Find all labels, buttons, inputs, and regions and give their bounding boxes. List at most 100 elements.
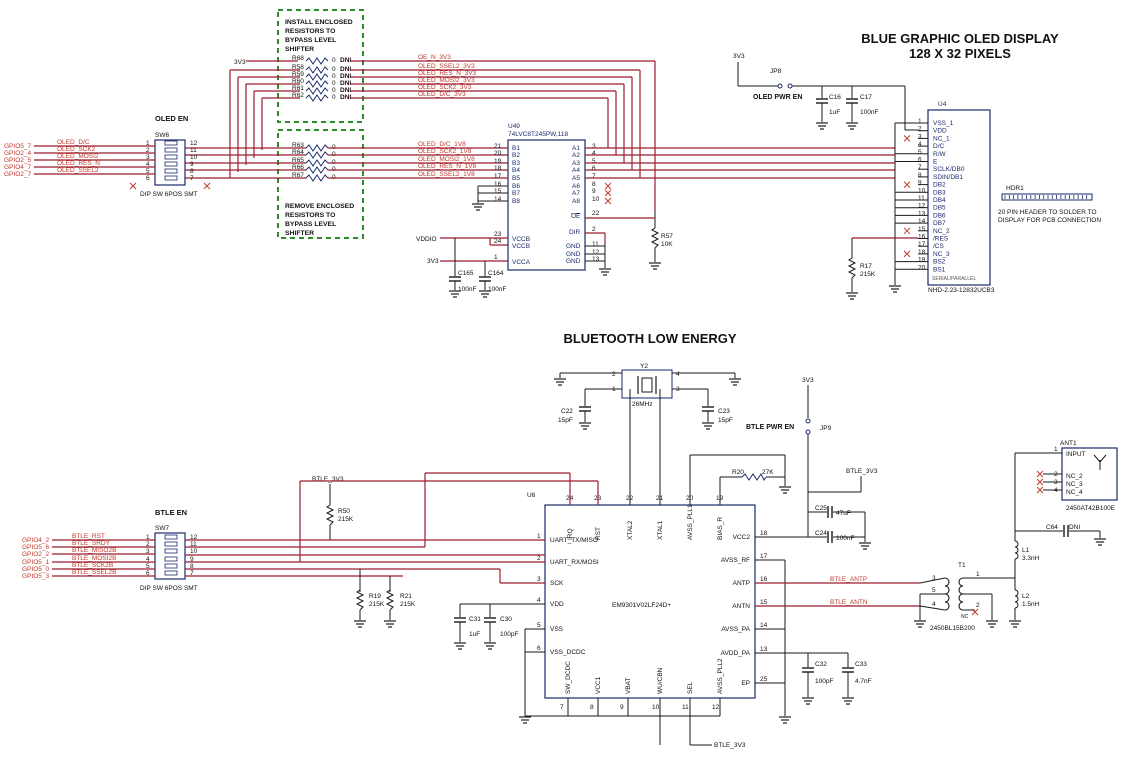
r19-value: 215K [369,601,385,608]
u49-vccb-num-1: 24 [494,238,502,245]
svg-text:1: 1 [976,571,980,578]
u49-bnum-5: 16 [494,181,502,188]
top-res-val-2: 0 [332,73,336,80]
svg-text:5: 5 [932,587,936,594]
u49-b-1: B2 [512,152,520,159]
sw7-rnum-5: 7 [190,570,194,577]
u49-gnd-1: GND [566,251,581,258]
c25-label: C25 [815,505,827,512]
sw6-rnum-4: 8 [190,168,194,175]
top-res-net-0: OE_N_3V3 [418,54,451,61]
svg-text:2450AT42B100E: 2450AT42B100E [1066,505,1116,512]
top-res-ref-1: R58 [292,64,304,71]
c23-value: 15pF [718,417,733,424]
u6-ble-chip: U6 EM9301V02LF24D+ UART_TX/MISO1UART_RX/… [527,490,768,711]
u49-vcca: VCCA [512,259,531,266]
bot-res-ref-0: R63 [292,142,304,149]
sw7-lnum-3: 4 [146,556,150,563]
bot-res-ref-2: R65 [292,157,304,164]
top-res-val-4: 0 [332,87,336,94]
svg-text:NC_4: NC_4 [1066,489,1083,496]
u4-nc-8 [903,181,911,189]
sw7-gpio-1: GPIO5_6 [22,544,49,551]
c32-label: C32 [815,661,827,668]
sw6-lnum-4: 5 [146,168,150,175]
sw6-net-3: OLED_RES_N [57,160,100,167]
top-res-val-3: 0 [332,80,336,87]
u4-num-17: 18 [918,249,926,256]
hdr1-header: HDR1 20 PIN HEADER TO SOLDER TO DISPLAY … [998,185,1101,224]
c16-label: C16 [829,94,841,101]
u6-right-num-4: 14 [760,622,768,629]
sw6-gpio-3: GPIO4_7 [4,164,31,171]
u6-top-name-4: AVSS_PLL1 [687,504,694,540]
svg-text:OLED EN: OLED EN [155,114,188,123]
bot-res-body-0 [305,144,329,152]
bot-res-net-0: OLED_D/C_1V8 [418,141,466,148]
u4-num-16: 17 [918,241,926,248]
u6-left-num-1: 2 [537,555,541,562]
u6-bottom-name-3: WU/CBN [657,667,664,694]
svg-text:NC_3: NC_3 [1066,481,1083,488]
sw7-net-5: BTLE_SSEL2B [72,569,116,576]
sw7-gpio-0: GPIO4_2 [22,537,49,544]
top-res-body-0 [305,57,329,65]
u49-anum-4: 7 [592,173,596,180]
svg-text:2450BL15B200: 2450BL15B200 [930,625,975,632]
sw6-lnum-5: 6 [146,175,150,182]
sw7-slot-1 [164,541,178,547]
u49-bnum-3: 18 [494,165,502,172]
c64-value: DNI [1069,524,1080,531]
svg-text:OLED PWR EN: OLED PWR EN [753,94,802,101]
bot-res-body-4 [305,174,329,182]
u49-anum-6: 9 [592,188,596,195]
sw6-slot-1 [164,147,178,153]
sw6-rnum-3: 9 [190,161,194,168]
u49-dir-num: 2 [592,226,596,233]
sw7-lnum-5: 6 [146,570,150,577]
sw6-net-4: OLED_SSEL2 [57,167,99,174]
svg-text:BYPASS LEVEL: BYPASS LEVEL [285,37,336,44]
u4-pin-8: DB2 [933,182,946,189]
jp8-jumper: 3V3 JP8 OLED PWR EN [733,53,802,101]
sw7-rnum-4: 8 [190,563,194,570]
u6-bottom-num-4: 11 [682,704,689,711]
svg-text:3V3: 3V3 [733,53,745,60]
install-note: INSTALL ENCLOSED RESISTORS TO BYPASS LEV… [285,19,353,53]
r50-label: R50 [338,508,350,515]
svg-text:4: 4 [932,601,936,608]
u49-gnd-num-1: 12 [592,249,600,256]
top-res-val-5: 0 [332,94,336,101]
svg-text:3V3: 3V3 [802,377,814,384]
u49-anc-6 [604,189,612,197]
c32-value: 100pF [815,678,833,685]
u4-num-14: 15 [918,226,926,233]
u49-b-0: B1 [512,145,520,152]
top-res-body-2 [305,73,329,81]
t1-balun: T1 3 5 4 1 2 NC 2450BL15B200 [919,562,1015,632]
u6-left-name-0: UART_TX/MISO [550,537,598,544]
u6-right-name-4: AVSS_PA [721,626,750,633]
u4-num-8: 9 [918,180,922,187]
u49-bnum-4: 17 [494,173,502,180]
u49-a-0: A1 [572,145,580,152]
u49-gnd-2: GND [566,258,581,265]
sw7-slot-0 [164,534,178,540]
u6-right-name-2: ANTP [733,580,750,587]
svg-text:SHIFTER: SHIFTER [285,230,314,237]
u6-left-num-4: 5 [537,622,541,629]
bot-res-net-4: OLED_SSEL2_1V8 [418,171,475,178]
u6-top-name-3: XTAL1 [657,520,664,540]
oled-3v3-rail-label: 3V3 [234,59,246,66]
c24-label: C24 [815,530,827,537]
u49-vccb-1: VCCB [512,243,530,250]
u6-bottom-name-2: VBAT [625,677,632,694]
u4-num-12: 13 [918,210,926,217]
l1-label: L1 [1022,547,1030,554]
sw6-net-1: OLED_SCK2 [57,146,96,153]
sw7-gpio-4: GPIO5_0 [22,566,49,573]
u6-top-name-1: RST [595,527,602,540]
svg-text:INPUT: INPUT [1066,451,1086,458]
sw7-net-0: BTLE_RST [72,533,105,540]
